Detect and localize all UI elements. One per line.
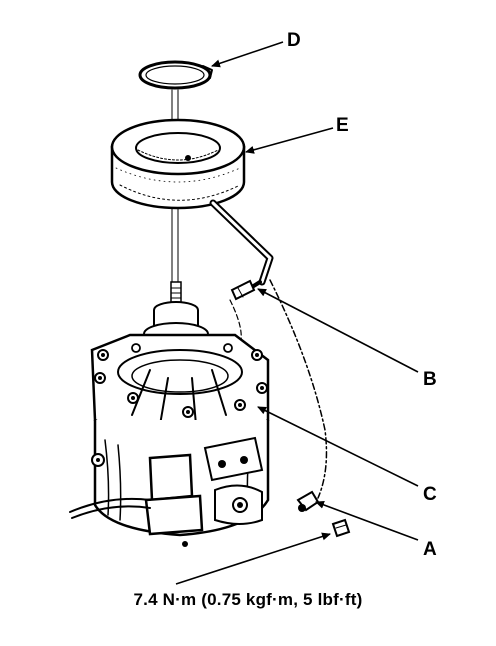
- leader-e: [245, 127, 334, 154]
- compressor-body: [69, 281, 270, 547]
- callout-b: B: [423, 369, 437, 390]
- callout-e: E: [336, 115, 349, 136]
- leader-a: [315, 501, 419, 541]
- wire-routing-path: [269, 279, 328, 499]
- leader-c: [257, 406, 419, 487]
- field-coil: [110, 118, 246, 210]
- callout-c: C: [423, 484, 437, 505]
- mounting-bolt: [331, 518, 351, 538]
- callout-a: A: [423, 539, 437, 560]
- snap-ring: [138, 60, 213, 90]
- coil-lead-wire: [209, 199, 274, 301]
- leader-b: [257, 288, 419, 373]
- callout-d: D: [287, 30, 301, 51]
- leader-d: [211, 41, 284, 68]
- ground-terminal: [296, 490, 320, 512]
- leader-torque: [175, 532, 331, 585]
- torque-spec-label: 7.4 N·m (0.75 kgf·m, 5 lbf·ft): [133, 590, 363, 609]
- connector: [230, 279, 256, 301]
